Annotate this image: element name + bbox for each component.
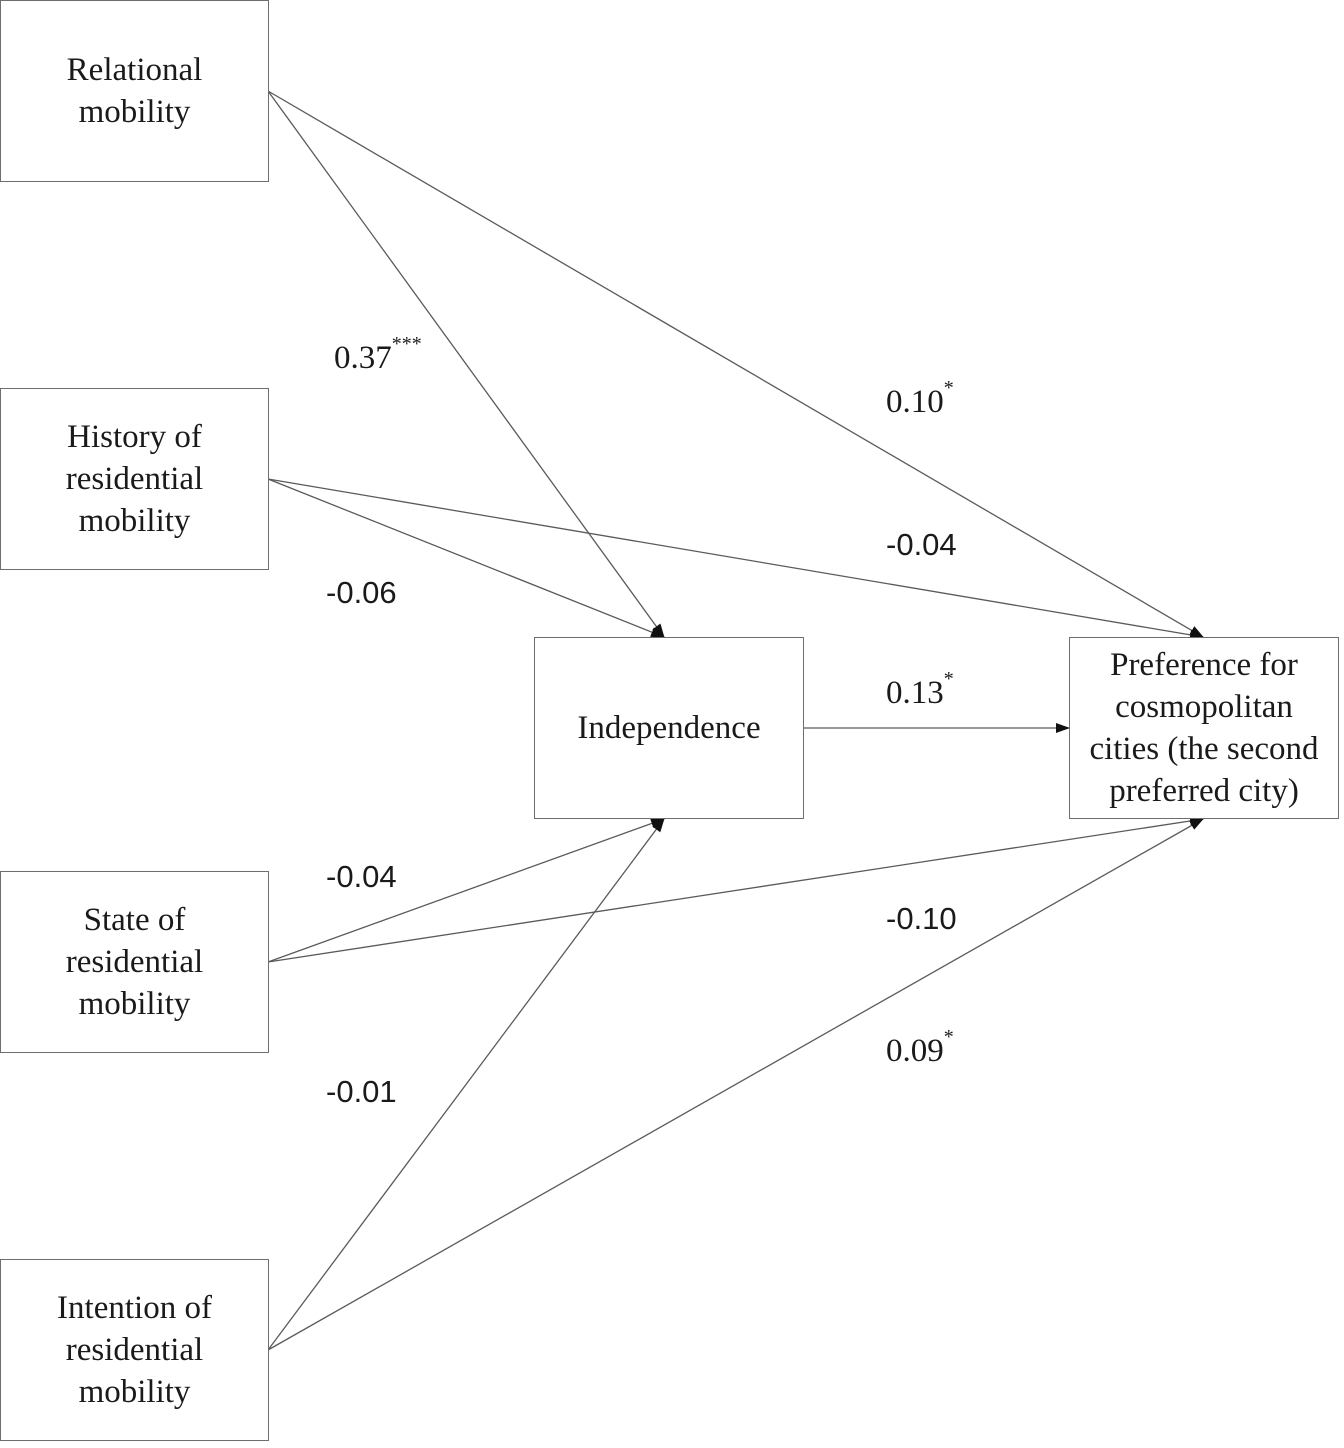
node-preference-cosmopolitan-label: Preference for cosmopolitan cities (the … [1089, 647, 1319, 809]
node-preference-cosmopolitan: Preference for cosmopolitan cities (the … [1069, 637, 1339, 819]
coef-independence-preference-value: 0.13 [886, 675, 944, 711]
arrow-history-independence [267, 478, 665, 638]
node-relational-mobility: Relational mobility [0, 0, 269, 182]
coef-independence-preference-sig: * [943, 668, 954, 690]
coef-history-independence: -0.06 [326, 575, 397, 611]
arrow-relational-preference [267, 90, 1204, 638]
node-relational-mobility-label: Relational mobility [66, 52, 203, 130]
coef-state-preference-value: -0.10 [886, 901, 957, 936]
node-history-residential-mobility-label: History of residential mobility [65, 419, 204, 539]
node-independence: Independence [534, 637, 804, 819]
coef-intention-preference-value: 0.09 [886, 1033, 944, 1069]
arrow-intention-independence [267, 818, 665, 1351]
node-state-residential-mobility: State of residential mobility [0, 871, 269, 1053]
arrow-intention-preference [267, 818, 1204, 1351]
node-independence-label: Independence [577, 710, 761, 746]
coef-intention-preference-sig: * [943, 1026, 954, 1048]
node-state-residential-mobility-label: State of residential mobility [65, 902, 204, 1022]
coef-history-preference-value: -0.04 [886, 527, 957, 562]
arrow-history-preference [267, 478, 1204, 640]
coef-relational-independence-sig: *** [391, 333, 422, 355]
coef-state-preference: -0.10 [886, 901, 957, 937]
coef-relational-preference: 0.10* [886, 378, 954, 420]
coef-relational-preference-sig: * [943, 377, 954, 399]
coef-relational-independence-value: 0.37 [334, 340, 392, 376]
arrow-relational-independence [267, 90, 665, 638]
coef-intention-independence-value: -0.01 [326, 1074, 397, 1109]
node-intention-residential-mobility-label: Intention of residential mobility [57, 1290, 212, 1410]
coef-state-independence-value: -0.04 [326, 859, 397, 894]
coef-intention-independence: -0.01 [326, 1074, 397, 1110]
coef-independence-preference: 0.13* [886, 669, 954, 711]
node-intention-residential-mobility: Intention of residential mobility [0, 1259, 269, 1441]
coef-relational-preference-value: 0.10 [886, 384, 944, 420]
arrow-state-independence [267, 818, 665, 963]
arrow-state-preference [267, 816, 1204, 963]
coef-state-independence: -0.04 [326, 859, 397, 895]
coef-intention-preference: 0.09* [886, 1027, 954, 1069]
path-arrows [267, 90, 1204, 1351]
coef-history-independence-value: -0.06 [326, 575, 397, 610]
node-history-residential-mobility: History of residential mobility [0, 388, 269, 570]
coef-history-preference: -0.04 [886, 527, 957, 563]
coef-relational-independence: 0.37*** [334, 334, 422, 376]
